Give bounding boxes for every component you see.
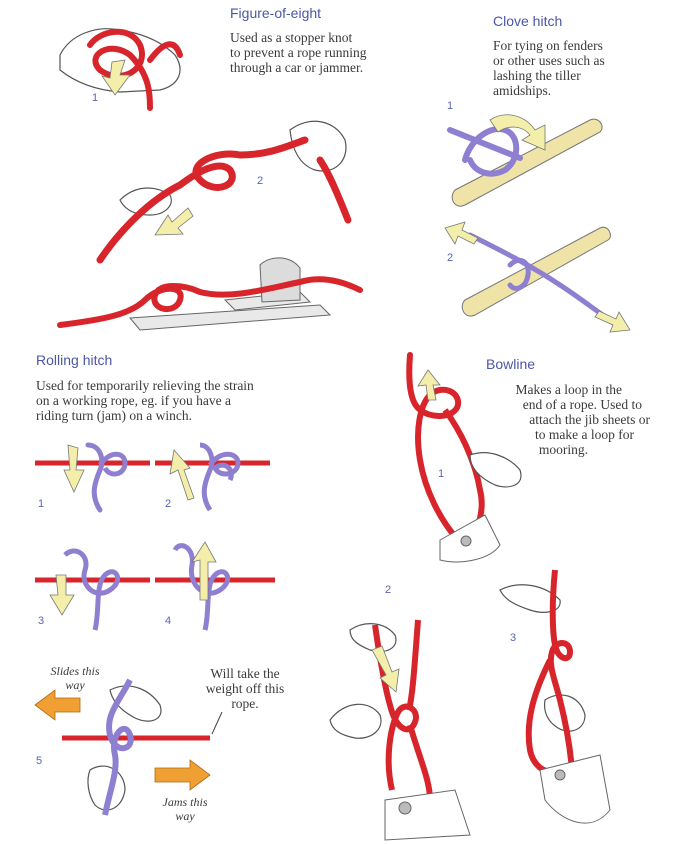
- rope-clove-step2: [467, 232, 613, 323]
- clove-hitch-description: For tying on fenders or other uses such …: [493, 38, 605, 98]
- arrow-rolling-step2: [169, 449, 195, 501]
- spar-clove-step1: [451, 118, 603, 207]
- arrow-bowline-step1: [417, 369, 441, 401]
- arrow-jams-this-way: [154, 759, 211, 791]
- figure-of-eight-description: Used as a stopper knot to prevent a rope…: [230, 30, 366, 75]
- step-number: 2: [447, 252, 454, 264]
- sail-corner-2: [384, 789, 471, 841]
- rope-rolling-step1: [85, 442, 105, 513]
- figure-of-eight-title: Figure-of-eight: [230, 5, 322, 21]
- step-number: 5: [36, 755, 43, 767]
- rope-figure8-step3: [57, 276, 363, 328]
- sail-corner-3: [539, 754, 611, 824]
- clove-hitch-title: Clove hitch: [493, 13, 563, 29]
- arrow-rolling-step1: [63, 444, 85, 493]
- slides-this-way-note: Slides this way: [40, 664, 110, 692]
- step-number: 1: [38, 498, 45, 510]
- rope-figure8-tail1: [147, 41, 183, 63]
- step-number: 4: [165, 615, 172, 627]
- step-number: 1: [92, 92, 99, 104]
- rope-rolling-step5: [102, 678, 134, 816]
- desc-line: Used for temporarily relieving the strai…: [36, 378, 254, 393]
- step-number: 2: [385, 584, 392, 596]
- weight-note: Will take the weight off this rope.: [200, 666, 290, 711]
- desc-line: end of a rope. Used to: [522, 397, 642, 412]
- bowline-title: Bowline: [486, 356, 536, 372]
- rope-clove-step2-wrap: [507, 257, 531, 291]
- desc-line: to make a loop for: [535, 427, 634, 442]
- hand-illustration-bowline-3: [499, 584, 586, 732]
- arrow-slides-this-way: [34, 689, 81, 721]
- rope-rolling-step4: [172, 543, 231, 631]
- hand-illustration-bowline-1: [469, 452, 522, 488]
- note-line: way: [65, 678, 85, 692]
- arrow-clove-step2-right: [594, 310, 631, 333]
- desc-line: to prevent a rope running: [230, 45, 367, 60]
- note-line: Will take the: [210, 666, 280, 681]
- arrow-figure8-step1: [101, 59, 131, 96]
- desc-line: For tying on fenders: [493, 38, 603, 53]
- rope-clove-step1-loop: [462, 126, 520, 177]
- hand-illustration-bowline-2: [329, 623, 397, 739]
- desc-line: Makes a loop in the: [515, 382, 622, 397]
- rope-figure8-step1: [87, 28, 153, 111]
- rope-rolling-step1-loop: [97, 451, 128, 477]
- step-number: 1: [438, 468, 445, 480]
- pointer-line-weight: [211, 711, 223, 735]
- note-line: weight off this: [205, 681, 285, 696]
- arrow-clove-step1: [489, 114, 546, 151]
- arrow-rolling-step4: [191, 541, 217, 601]
- desc-line: amidships.: [493, 83, 552, 98]
- step-number: 3: [38, 615, 45, 627]
- desc-line: or other uses such as: [493, 53, 605, 68]
- step-number: 2: [165, 498, 172, 510]
- note-line: rope.: [231, 696, 259, 711]
- rope-rolling-step2: [199, 442, 215, 512]
- bowline-description: Makes a loop in the end of a rope. Used …: [478, 382, 650, 457]
- rope-bowline-step3: [547, 569, 575, 771]
- arrow-clove-step2-left: [444, 221, 479, 245]
- note-line: Slides this: [50, 664, 100, 678]
- arrow-rolling-step3: [49, 574, 75, 616]
- rolling-hitch-title: Rolling hitch: [36, 352, 113, 368]
- step-number: 3: [510, 632, 517, 644]
- jams-this-way-note: Jams this way: [150, 795, 220, 823]
- desc-line: on a working rope, eg. if you have a: [36, 393, 231, 408]
- note-line: Jams this: [162, 795, 208, 809]
- rope-figure8-step2: [96, 136, 309, 264]
- desc-line: lashing the tiller: [493, 68, 581, 83]
- rolling-hitch-description: Used for temporarily relieving the strai…: [36, 378, 254, 423]
- desc-line: riding turn (jam) on a winch.: [36, 408, 192, 423]
- desc-line: attach the jib sheets or: [529, 412, 650, 427]
- rope-figure8-step2-tail: [316, 156, 352, 224]
- arrow-bowline-step2: [371, 645, 400, 693]
- rope-bowline-step1: [406, 352, 462, 543]
- note-line: way: [175, 809, 195, 823]
- rope-rolling-step2-loop: [207, 451, 241, 482]
- rope-bowline-step2: [372, 624, 419, 791]
- rope-rolling-step3: [63, 548, 121, 631]
- step-number: 2: [257, 175, 264, 187]
- desc-line: Used as a stopper knot: [230, 30, 353, 45]
- arrow-figure8-step2: [154, 207, 194, 236]
- desc-line: mooring.: [538, 442, 588, 457]
- step-number: 1: [447, 100, 454, 112]
- sail-corner-1: [439, 514, 501, 563]
- desc-line: through a car or jammer.: [230, 60, 364, 75]
